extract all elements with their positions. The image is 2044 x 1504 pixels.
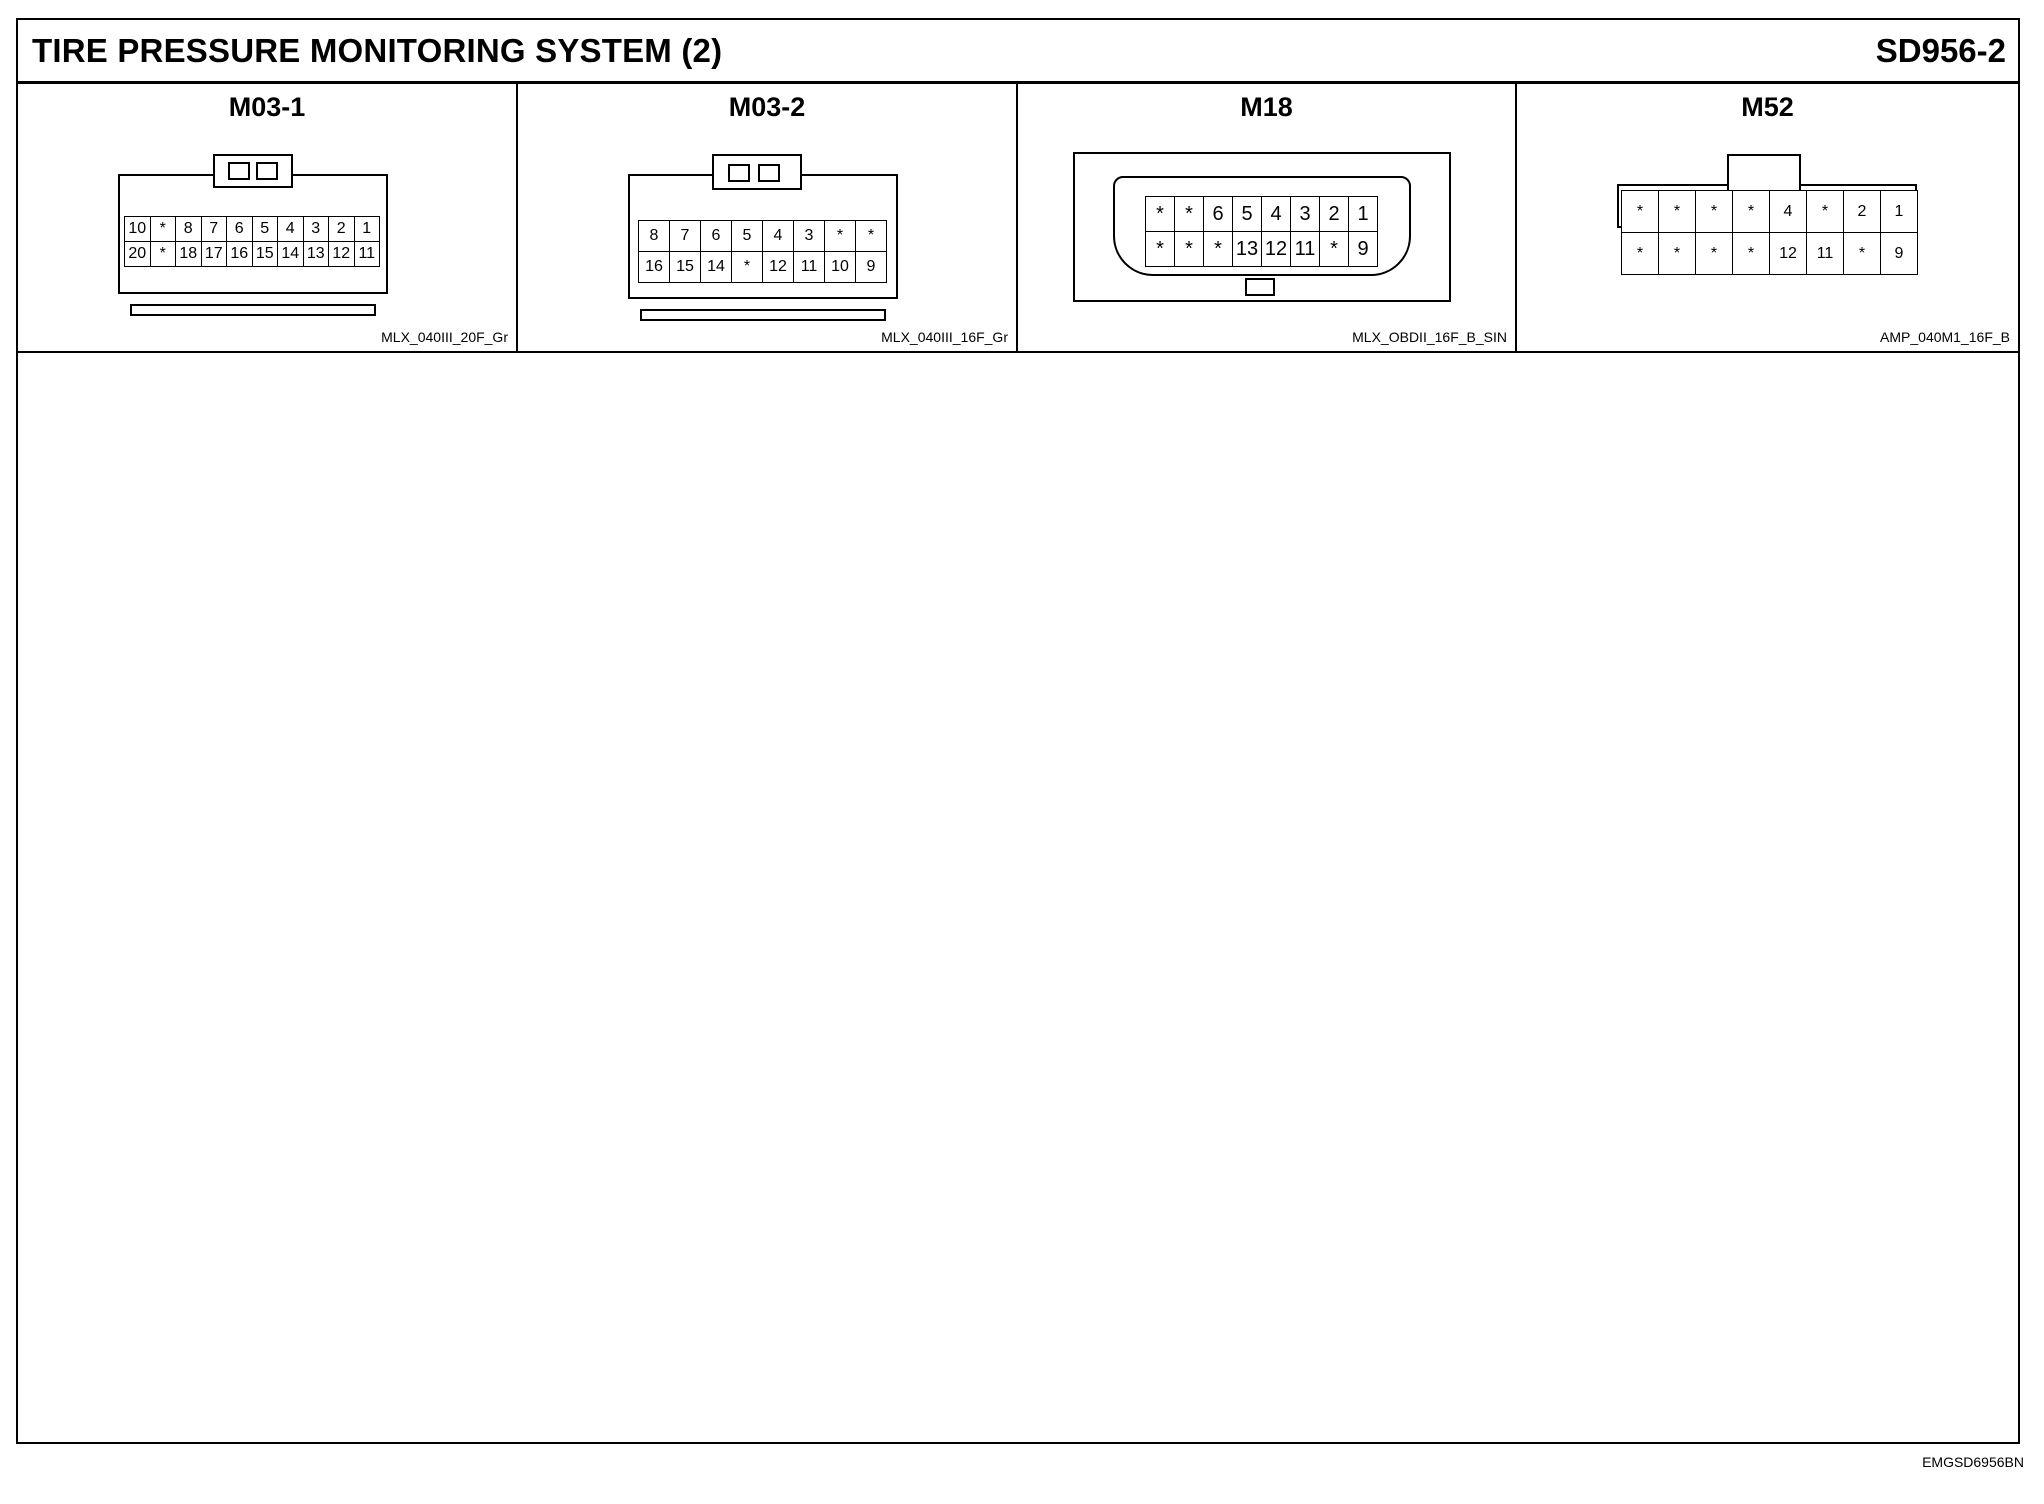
pin-cell: * <box>1145 196 1175 232</box>
pin-cell: 4 <box>1769 190 1807 233</box>
pin-cell: 14 <box>277 241 304 267</box>
pin-cell: 12 <box>328 241 355 267</box>
pin-cell: 13 <box>302 241 329 267</box>
pin-cell: 18 <box>175 241 202 267</box>
pin-cell: * <box>1732 232 1770 275</box>
latch-tab <box>728 164 750 182</box>
pin-cell: 8 <box>638 220 670 252</box>
pin-cell: 14 <box>700 251 732 283</box>
pin-cell: 2 <box>1843 190 1881 233</box>
pin-cell: * <box>1843 232 1881 275</box>
pin-cell: * <box>1658 190 1696 233</box>
pin-cell: 9 <box>1348 231 1378 267</box>
pin-cell: 5 <box>731 220 763 252</box>
pin-cell: 15 <box>669 251 701 283</box>
pin-cell: * <box>1203 231 1233 267</box>
pin-cell: * <box>149 241 176 267</box>
pin-cell: 10 <box>824 251 856 283</box>
pin-cell: * <box>1174 196 1204 232</box>
pin-cell: 17 <box>200 241 227 267</box>
connector-part-number: MLX_OBDII_16F_B_SIN <box>1352 329 1507 345</box>
pin-cell: 5 <box>1232 196 1262 232</box>
connector-part-number: MLX_040III_16F_Gr <box>881 329 1008 345</box>
pin-cell: 6 <box>226 216 253 242</box>
pin-cell: 20 <box>124 241 151 267</box>
pin-cell: 2 <box>1319 196 1349 232</box>
connector-name: M52 <box>1741 92 1794 122</box>
pin-cell: 12 <box>1769 232 1807 275</box>
latch-tab <box>228 162 250 180</box>
pin-cell: * <box>1621 232 1659 275</box>
header: TIRE PRESSURE MONITORING SYSTEM (2) SD95… <box>18 20 2018 84</box>
pin-cell: 11 <box>793 251 825 283</box>
pin-cell: * <box>855 220 887 252</box>
diagram-sheet: TIRE PRESSURE MONITORING SYSTEM (2) SD95… <box>16 18 2020 1444</box>
connector-key <box>1245 278 1275 296</box>
connector-base <box>130 304 376 316</box>
pin-cell: 4 <box>1261 196 1291 232</box>
pin-cell: * <box>1174 231 1204 267</box>
connector-latch <box>213 154 293 188</box>
connector-base <box>640 309 886 321</box>
pin-cell: 1 <box>1348 196 1378 232</box>
pin-cell: * <box>1695 190 1733 233</box>
pin-cell: 12 <box>1261 231 1291 267</box>
connector-name: M03-2 <box>728 92 806 122</box>
connector-name: M18 <box>1240 92 1293 122</box>
pin-cell: 3 <box>1290 196 1320 232</box>
pin-cell: 9 <box>855 251 887 283</box>
pin-cell: 11 <box>1290 231 1320 267</box>
pin-cell: 6 <box>1203 196 1233 232</box>
pin-cell: * <box>1658 232 1696 275</box>
latch-tab <box>758 164 780 182</box>
connector-latch <box>1727 154 1801 194</box>
pin-cell: 1 <box>1880 190 1918 233</box>
pin-cell: * <box>1319 231 1349 267</box>
pin-cell: * <box>824 220 856 252</box>
pin-cell: 1 <box>353 216 380 242</box>
connector-name: M03-1 <box>228 92 306 122</box>
pin-cell: 2 <box>328 216 355 242</box>
pin-cell: 13 <box>1232 231 1262 267</box>
connector-part-number: MLX_040III_20F_Gr <box>381 329 508 345</box>
pin-cell: 3 <box>793 220 825 252</box>
pin-cell: 8 <box>175 216 202 242</box>
pin-cell: * <box>1732 190 1770 233</box>
pin-cell: * <box>149 216 176 242</box>
pin-cell: 15 <box>251 241 278 267</box>
pin-cell: 16 <box>638 251 670 283</box>
pin-cell: 12 <box>762 251 794 283</box>
pin-cell: 9 <box>1880 232 1918 275</box>
pin-cell: 11 <box>1806 232 1844 275</box>
pin-cell: * <box>1145 231 1175 267</box>
footer-code: EMGSD6956BN <box>1922 1454 2024 1470</box>
connector-latch <box>712 154 802 190</box>
pin-cell: * <box>1695 232 1733 275</box>
latch-tab <box>256 162 278 180</box>
page-title: TIRE PRESSURE MONITORING SYSTEM (2) <box>32 32 723 69</box>
pin-cell: 3 <box>302 216 329 242</box>
pin-cell: 7 <box>200 216 227 242</box>
pin-cell: 4 <box>277 216 304 242</box>
pin-cell: 6 <box>700 220 732 252</box>
diagram-code: SD956-2 <box>1875 32 2006 69</box>
connector-part-number: AMP_040M1_16F_B <box>1880 329 2010 345</box>
pin-cell: * <box>1806 190 1844 233</box>
pin-cell: 4 <box>762 220 794 252</box>
pin-cell: 7 <box>669 220 701 252</box>
pin-cell: 11 <box>353 241 380 267</box>
pin-cell: * <box>731 251 763 283</box>
pin-cell: 16 <box>226 241 253 267</box>
pin-cell: * <box>1621 190 1659 233</box>
pin-cell: 5 <box>251 216 278 242</box>
pin-cell: 10 <box>124 216 151 242</box>
